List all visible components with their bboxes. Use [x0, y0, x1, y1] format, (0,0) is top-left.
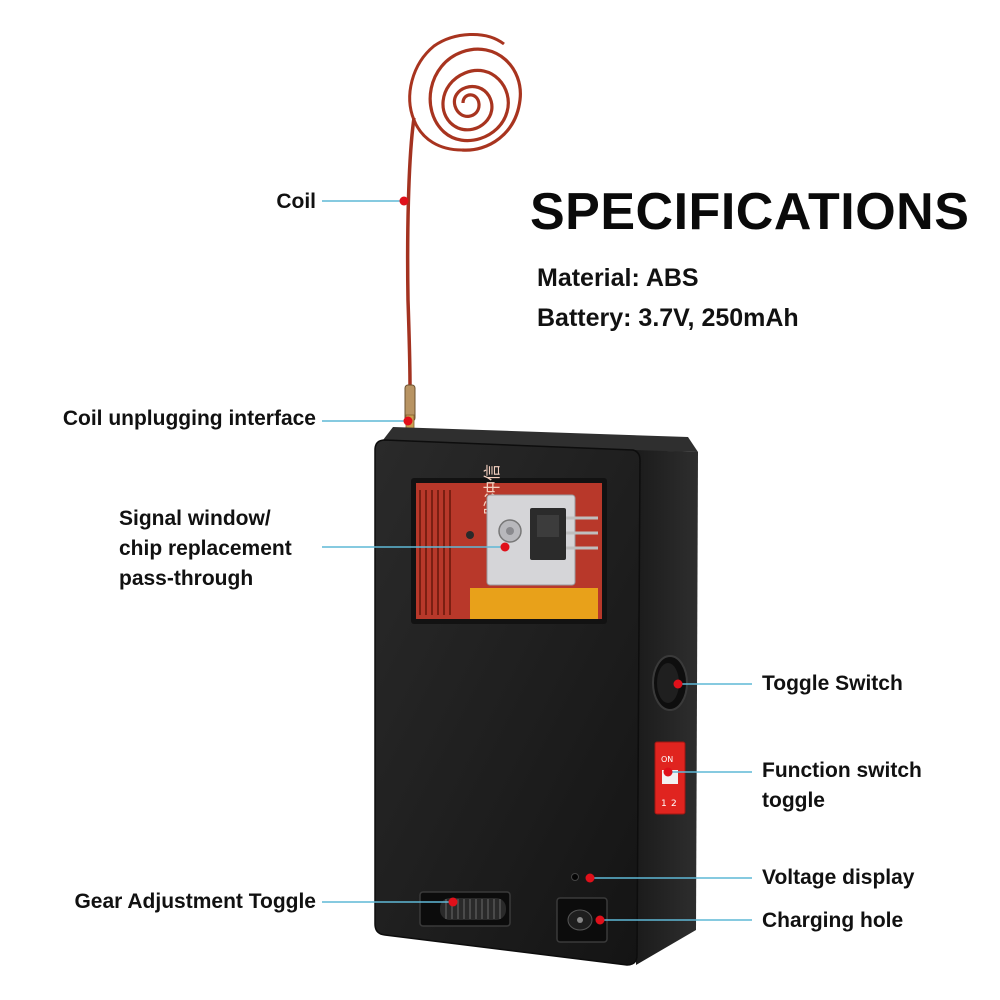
- label-charging-hole: Charging hole: [762, 909, 904, 932]
- gear-wheel: [419, 891, 511, 927]
- label-signal-window-3: pass-through: [119, 567, 254, 590]
- spec-battery: Battery: 3.7V, 250mAh: [537, 304, 799, 332]
- dot-gear: [448, 897, 458, 907]
- voltage-display-hole: [571, 873, 579, 881]
- label-signal-window-1: Signal window/: [119, 507, 271, 530]
- marker-dots: [399, 196, 683, 925]
- label-gear-adjustment: Gear Adjustment Toggle: [74, 890, 316, 913]
- coil-spiral: [408, 32, 522, 152]
- dip-switch: ON 1 2: [654, 741, 686, 815]
- dot-charging: [595, 915, 605, 925]
- specifications-title: SPECIFICATIONS: [530, 183, 970, 241]
- dot-voltage: [585, 873, 595, 883]
- coil-lead-wire: [405, 117, 416, 386]
- label-coil: Coil: [276, 190, 316, 213]
- dip-pos-1-label: 1: [661, 799, 667, 809]
- dip-on-label: ON: [661, 755, 673, 764]
- label-coil-interface: Coil unplugging interface: [62, 407, 316, 430]
- dot-coil-interface: [403, 416, 413, 426]
- dot-function-switch: [663, 767, 673, 777]
- label-voltage-display: Voltage display: [762, 866, 915, 889]
- dip-pos-2-label: 2: [671, 799, 677, 809]
- label-toggle-switch: Toggle Switch: [762, 672, 903, 695]
- dot-coil: [399, 196, 409, 206]
- leader-lines: [322, 200, 752, 921]
- label-signal-window-2: chip replacement: [119, 537, 292, 560]
- signal-window: 脉冲信: [411, 464, 607, 624]
- spec-material: Material: ABS: [537, 264, 699, 292]
- label-function-switch-1: Function switch: [762, 759, 922, 782]
- dot-signal-window: [500, 542, 510, 552]
- power-button: [652, 655, 688, 711]
- battery-pack: [470, 588, 598, 619]
- label-function-switch-2: toggle: [762, 789, 825, 812]
- dot-toggle-switch: [673, 679, 683, 689]
